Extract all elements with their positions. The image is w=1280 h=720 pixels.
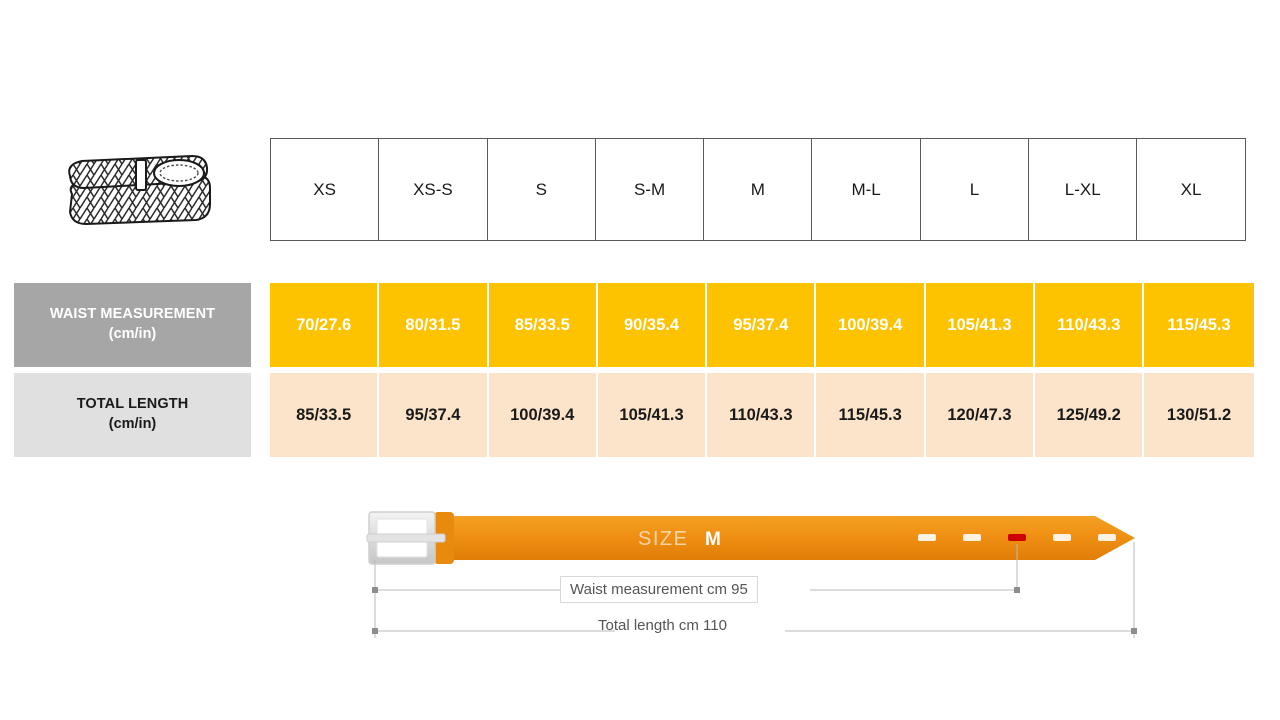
size-header-cell: L [919, 138, 1030, 241]
measurement-cell: 110/43.3 [1035, 283, 1145, 367]
belt-buckle-icon [366, 511, 446, 565]
measurement-cell: 85/33.5 [270, 373, 380, 457]
size-header-cell: XL [1136, 138, 1246, 241]
total-length-label: TOTAL LENGTH (cm/in) [14, 373, 251, 457]
size-header-cell: S-M [594, 138, 705, 241]
measurement-cell: 70/27.6 [270, 283, 380, 367]
waist-label-line2: (cm/in) [108, 326, 157, 342]
size-header-cell: M [703, 138, 813, 241]
waist-measurement-label: WAIST MEASUREMENT (cm/in) [14, 283, 251, 367]
measurement-cell: 105/41.3 [597, 373, 708, 457]
measurement-cell: 80/31.5 [379, 283, 489, 367]
measurement-cell: 120/47.3 [925, 373, 1036, 457]
belt-size-prefix: SIZE [638, 528, 688, 550]
measurement-cell: 125/49.2 [1035, 373, 1145, 457]
size-header-cell: XS-S [378, 138, 488, 241]
waist-dimension-label: Waist measurement cm 95 [560, 576, 758, 603]
total-label-line1: TOTAL LENGTH [76, 396, 189, 413]
measurement-cell: 100/39.4 [488, 373, 598, 457]
belt-holes [918, 534, 1116, 541]
dimension-lines [374, 542, 1135, 638]
measurement-cell: 105/41.3 [925, 283, 1036, 367]
measurement-cell: 90/35.4 [597, 283, 708, 367]
measurement-cell: 85/33.5 [488, 283, 598, 367]
belt-hole-selected [1008, 534, 1026, 541]
size-header-cell: S [486, 138, 596, 241]
measurement-cell: 100/39.4 [816, 283, 926, 367]
total-label-line2: (cm/in) [108, 416, 157, 432]
size-header-cell: L-XL [1028, 138, 1138, 241]
measurement-cell: 95/37.4 [707, 283, 817, 367]
measurement-cell: 130/51.2 [1144, 373, 1254, 457]
waist-label-line1: WAIST MEASUREMENT [49, 306, 216, 323]
size-header-cell: XS [270, 138, 380, 241]
size-header-cell: M-L [811, 138, 921, 241]
belt-measurement-diagram: SIZE M [355, 500, 1155, 650]
measurement-cell: 115/45.3 [1144, 283, 1254, 367]
total-dimension-label: Total length cm 110 [598, 617, 727, 634]
measurement-cell: 95/37.4 [379, 373, 489, 457]
belt-size-value: M [705, 529, 721, 550]
dimension-tick-marks [372, 587, 1137, 634]
belt-strap [425, 516, 1135, 560]
woven-belt-illustration-icon [52, 142, 222, 242]
measurement-cell: 110/43.3 [707, 373, 817, 457]
measurement-cell: 115/45.3 [816, 373, 926, 457]
